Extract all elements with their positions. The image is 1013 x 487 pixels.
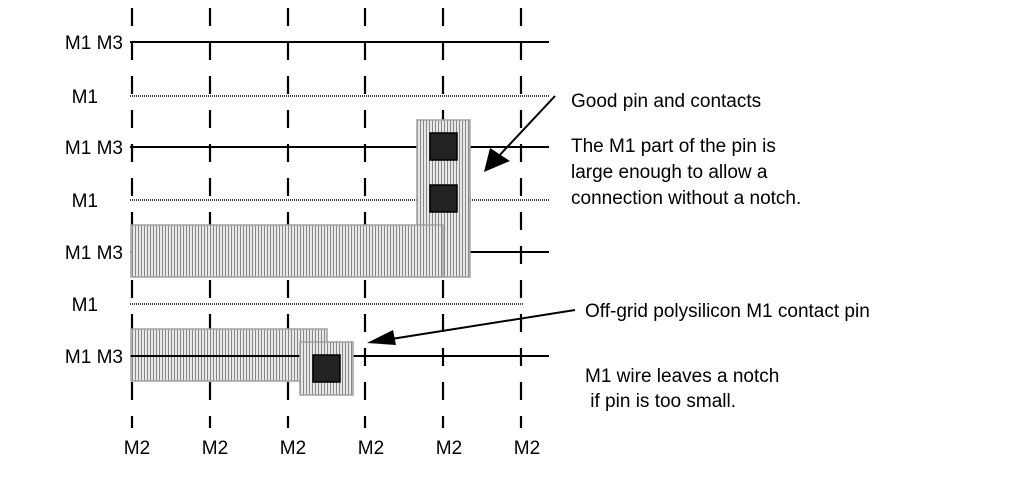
contact	[429, 132, 458, 161]
good-title: Good pin and contacts	[571, 91, 761, 112]
row-label: M1	[72, 87, 98, 108]
column-label: M2	[280, 438, 306, 459]
good-desc-line: The M1 part of the pin is	[571, 136, 776, 157]
m1-wire	[130, 224, 444, 278]
offgrid-pin	[130, 328, 354, 396]
column-label: M2	[514, 438, 540, 459]
column-label: M2	[202, 438, 228, 459]
offgrid-desc-line: M1 wire leaves a notch	[585, 366, 779, 387]
annotations: Good pin and contacts The M1 part of the…	[571, 91, 870, 412]
arrow-good	[484, 95, 556, 172]
row-label: M1 M3	[65, 138, 123, 159]
contact	[429, 184, 458, 213]
row-label: M1 M3	[65, 243, 123, 264]
row-label: M1	[72, 191, 98, 212]
row-label: M1 M3	[65, 347, 123, 368]
good-desc-line: large enough to allow a	[571, 162, 768, 183]
offgrid-desc-line: if pin is too small.	[585, 391, 736, 412]
row-labels: M1 M3 M1 M1 M3 M1 M1 M3 M1 M1 M3	[65, 33, 123, 368]
column-label: M2	[436, 438, 462, 459]
column-labels: M2 M2 M2 M2 M2 M2	[124, 438, 540, 459]
row-label: M1	[72, 295, 98, 316]
row-label: M1 M3	[65, 33, 123, 54]
m1-m3-tracks	[130, 41, 549, 357]
offgrid-title: Off-grid polysilicon M1 contact pin	[585, 301, 870, 322]
column-label: M2	[124, 438, 150, 459]
good-pin	[130, 119, 471, 278]
arrow-offgrid	[367, 309, 576, 345]
contact	[312, 354, 341, 383]
column-label: M2	[358, 438, 384, 459]
good-desc-line: connection without a notch.	[571, 188, 801, 209]
